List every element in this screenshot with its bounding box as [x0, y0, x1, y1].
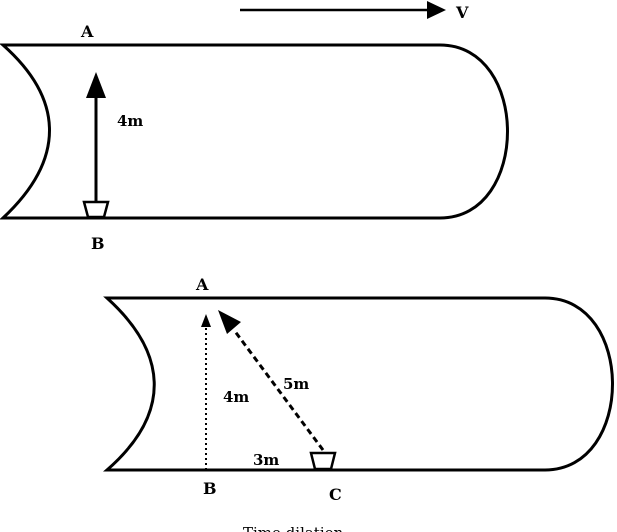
- diagonal-arrowhead: [218, 310, 241, 334]
- distance-label-top: 4m: [117, 112, 143, 130]
- point-b-label-top: B: [91, 234, 105, 253]
- light-path-diagonal: [232, 329, 325, 451]
- point-b-label-bottom: B: [203, 479, 217, 498]
- light-source-icon-moved: [309, 451, 337, 471]
- horizontal-distance-label: 3m: [253, 451, 279, 469]
- velocity-arrowhead: [427, 1, 446, 19]
- top-panel: V A 4m B: [0, 1, 509, 253]
- reference-arrowhead: [201, 314, 211, 327]
- point-a-label-top: A: [80, 22, 94, 41]
- light-source-icon: [82, 200, 110, 219]
- figure-caption: Time dilation: [243, 524, 344, 532]
- train-car-outline-bottom: [103, 296, 614, 472]
- bottom-panel: A 4m 5m 3m B C: [103, 275, 614, 504]
- diagonal-distance-label: 5m: [283, 375, 309, 393]
- velocity-label: V: [455, 3, 469, 22]
- train-car-outline-top: [0, 43, 509, 220]
- vertical-distance-label: 4m: [223, 388, 249, 406]
- point-a-label-bottom: A: [195, 275, 209, 294]
- point-c-label: C: [329, 485, 342, 504]
- light-path-arrowhead: [86, 72, 106, 98]
